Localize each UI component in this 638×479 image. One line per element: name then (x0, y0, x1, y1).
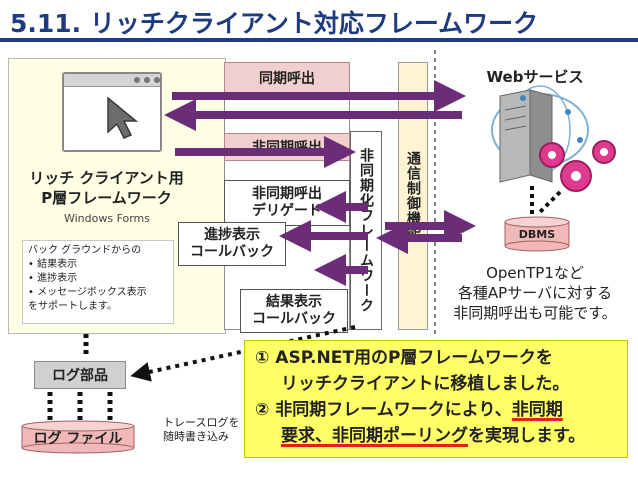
web-service-title: Webサービス (486, 68, 584, 86)
callout-line2: リッチクライアントに移植しました。 (281, 374, 570, 394)
client-title-line2: P層フレームワーク (41, 189, 172, 207)
dbms-label: DBMS (518, 228, 556, 241)
callout-line4-text: を実現します。 (468, 426, 586, 446)
result-line2: コールバック (252, 311, 336, 327)
client-subtitle: Windows Forms (63, 212, 151, 225)
progress-line1: 進捗表示 (204, 227, 260, 243)
window-icon (62, 72, 162, 152)
mouse-cursor-icon (107, 96, 139, 139)
window-dot-icon (134, 77, 140, 83)
callout-line4: 要求、非同期ポーリングを実現します。 (281, 425, 585, 447)
comm-control-box: 通信制御機能 (398, 62, 428, 330)
callout-line3-text: ② 非同期フレームワークにより、 (255, 400, 512, 420)
client-title: リッチ クライアント用 P層フレームワーク (14, 168, 199, 208)
comm-control-label: 通信制御機能 (405, 151, 421, 241)
note-heading: バック グラウンドからの (28, 245, 142, 256)
callout-line1: ① ASP.NET用のP層フレームワークを (255, 348, 553, 368)
logfile-icon (21, 420, 135, 454)
page-title: 5.11. リッチクライアント対応フレームワーク (10, 9, 539, 38)
window-dot-icon (144, 77, 150, 83)
progress-line2: コールバック (190, 244, 274, 260)
callout-line3: ② 非同期フレームワークにより、非同期 (255, 399, 563, 421)
trace-line1: トレースログを (163, 416, 240, 429)
callout-line4-emph: 要求、非同期ポーリング (281, 426, 468, 446)
dbms-icon (504, 216, 570, 252)
gear-icon (539, 140, 616, 192)
window-dot-icon (154, 77, 160, 83)
log-parts-box: ログ部品 (34, 361, 126, 389)
summary-callout: ① ASP.NET用のP層フレームワークを リッチクライアントに移植しました。 … (244, 340, 628, 458)
result-callback-box: 結果表示 コールバック (240, 289, 348, 333)
async-delegate-line2: デリゲード (252, 203, 322, 219)
note-item: • 結果表示 (28, 259, 78, 270)
note-footer: をサポートします。 (28, 301, 117, 312)
client-title-line1: リッチ クライアント用 (29, 169, 184, 187)
progress-callback-box: 進捗表示 コールバック (178, 222, 286, 266)
title-rule (0, 38, 638, 42)
server-icon (491, 85, 589, 183)
db-connector (538, 190, 562, 214)
trace-line2: 随時書き込み (163, 430, 229, 443)
title-bar: 5.11. リッチクライアント対応フレームワーク (0, 0, 638, 42)
opentp1-note: OpenTP1など 各種APサーバに対する 非同期呼出も可能です。 (440, 263, 630, 323)
callout-line3-emph: 非同期 (511, 400, 563, 420)
otp-line3: 非同期呼出も可能です。 (453, 304, 617, 322)
note-item: • メッセージボックス表示 (28, 287, 147, 298)
otp-line2: 各種APサーバに対する (457, 284, 613, 302)
background-support-note: バック グラウンドからの • 結果表示 • 進捗表示 • メッセージボックス表示… (22, 240, 174, 324)
log-file-label: ログ ファイル (33, 431, 123, 447)
result-line1: 結果表示 (266, 294, 322, 310)
note-item: • 進捗表示 (28, 273, 78, 284)
trace-log-note: トレースログを 随時書き込み (163, 416, 243, 444)
async-delegate-line1: 非同期呼出 (252, 186, 322, 202)
otp-line1: OpenTP1など (486, 264, 584, 282)
